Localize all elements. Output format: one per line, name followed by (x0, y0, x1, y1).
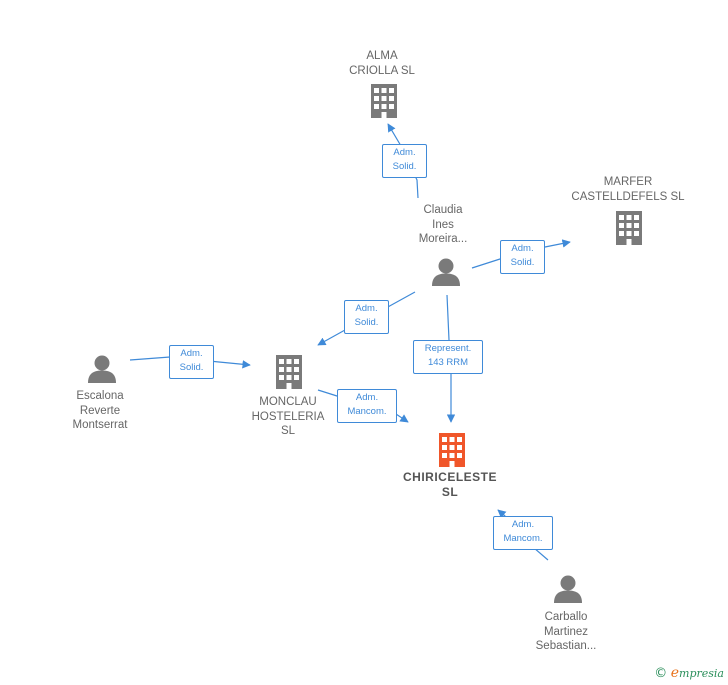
edge-label-carballo-chiriceleste[interactable]: Adm. Mancom. (493, 516, 553, 550)
brand-logo-name: mpresia (679, 667, 724, 680)
brand-logo-initial: e (670, 665, 680, 681)
node-label-marfer[interactable]: MARFER CASTELLDEFELS SL (571, 176, 685, 203)
carballo-person-icon[interactable] (554, 575, 582, 604)
chiriceleste-building-icon[interactable] (439, 433, 465, 467)
monclau-building-icon[interactable] (276, 355, 302, 389)
escalona-person-icon[interactable] (88, 355, 116, 384)
edge-label-claudia-chiriceleste[interactable]: Represent. 143 RRM (413, 340, 483, 374)
node-label-monclau[interactable]: MONCLAU HOSTELERIA SL (251, 396, 325, 437)
node-label-carballo[interactable]: Carballo Martinez Sebastian... (535, 611, 597, 652)
edge-label-escalona-monclau[interactable]: Adm. Solid. (169, 345, 214, 379)
alma-criolla-building-icon[interactable] (371, 84, 397, 118)
node-label-escalona[interactable]: Escalona Reverte Montserrat (72, 390, 128, 431)
edge-label-claudia-monclau[interactable]: Adm. Solid. (344, 300, 389, 334)
claudia-person-icon[interactable] (432, 258, 460, 287)
edge-label-claudia-alma[interactable]: Adm. Solid. (382, 144, 427, 178)
node-label-chiriceleste[interactable]: CHIRICELESTE SL (402, 470, 497, 499)
node-label-claudia[interactable]: Claudia Ines Moreira... (418, 204, 468, 245)
edge-label-monclau-chiriceleste[interactable]: Adm. Mancom. (337, 389, 397, 423)
marfer-building-icon[interactable] (616, 211, 642, 245)
empresia-copyright: © empresia (654, 665, 724, 681)
copyright-symbol: © (654, 666, 668, 681)
edge-label-claudia-marfer[interactable]: Adm. Solid. (500, 240, 545, 274)
node-label-alma-criolla[interactable]: ALMA CRIOLLA SL (349, 50, 415, 77)
